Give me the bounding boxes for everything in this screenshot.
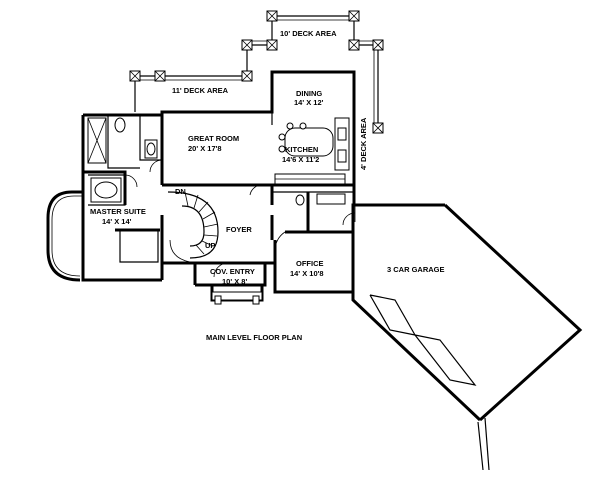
- master-suite-size: 14' X 14': [102, 217, 132, 226]
- kitchen-fixtures: [271, 112, 350, 185]
- entry-column-right: [252, 295, 260, 305]
- great-room-size: 20' X 17'8: [188, 144, 222, 153]
- doors: [124, 159, 356, 278]
- kitchen-label: KITCHEN: [285, 145, 318, 154]
- garage-walls: [351, 203, 583, 471]
- office-label: OFFICE: [296, 259, 324, 268]
- curved-staircase: [167, 191, 219, 263]
- kitchen-size: 14'6 X 11'2: [282, 155, 319, 164]
- stairs-up-label: UP: [205, 241, 215, 250]
- foyer-label: FOYER: [226, 225, 252, 234]
- office-size: 14' X 10'8: [290, 269, 324, 278]
- deck-right-label: 4' DECK AREA: [359, 117, 368, 170]
- stairs-down-label: DN: [175, 187, 186, 196]
- cov-entry-label: COV. ENTRY: [210, 267, 255, 276]
- cov-entry-size: 10' X 8': [222, 277, 247, 286]
- master-suite-bay: [46, 190, 83, 282]
- entry-step: [211, 291, 263, 301]
- entry-column-left: [214, 295, 222, 305]
- dining-size: 14' X 12': [294, 98, 324, 107]
- interior-walls: [83, 115, 353, 263]
- deck-posts: [129, 10, 384, 134]
- bay-window-line: [51, 195, 83, 277]
- garage-label: 3 CAR GARAGE: [387, 265, 445, 274]
- master-suite-label: MASTER SUITE: [90, 207, 146, 216]
- dining-label: DINING: [296, 89, 322, 98]
- plan-title: MAIN LEVEL FLOOR PLAN: [206, 333, 302, 342]
- deck-left-label: 11' DECK AREA: [172, 86, 229, 95]
- great-room-label: GREAT ROOM: [188, 134, 239, 143]
- deck-top-label: 10' DECK AREA: [280, 29, 337, 38]
- bathroom-fixtures: [87, 117, 346, 206]
